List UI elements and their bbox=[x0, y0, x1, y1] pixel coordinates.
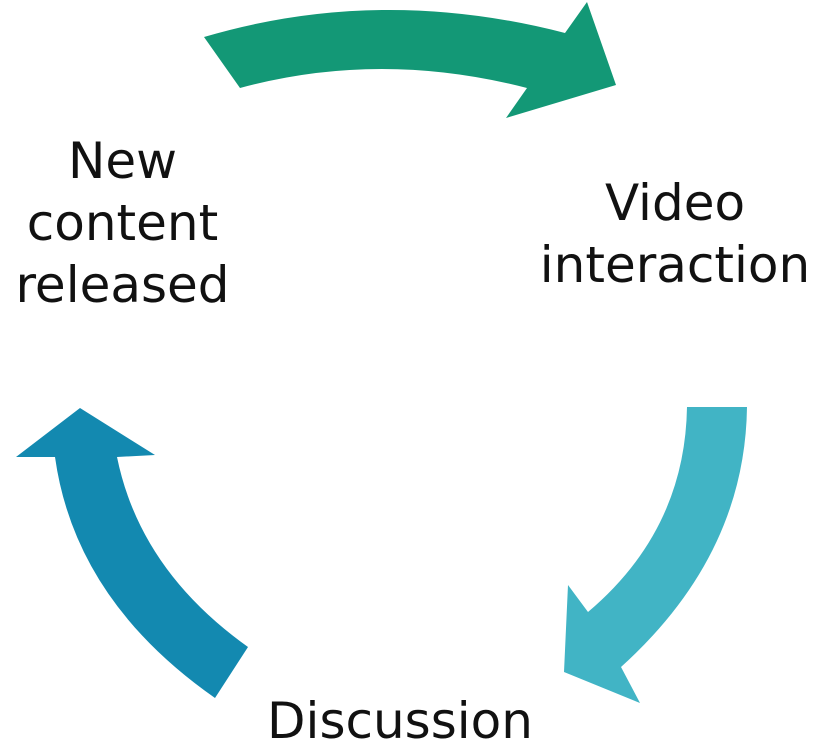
node-line: interaction bbox=[539, 236, 811, 294]
arrow-new-to-video-icon bbox=[204, 2, 616, 118]
node-line: released bbox=[15, 256, 230, 314]
node-discussion: Discussion bbox=[245, 690, 555, 752]
node-line: Discussion bbox=[267, 692, 533, 750]
node-video-interaction: Video interaction bbox=[515, 172, 832, 296]
node-line: Video bbox=[604, 174, 746, 232]
node-line: New bbox=[67, 132, 178, 190]
node-new-content-released: New content released bbox=[0, 130, 245, 316]
arrow-video-to-discussion-icon bbox=[564, 407, 747, 703]
arrow-discussion-to-new-icon bbox=[16, 408, 248, 698]
node-line: content bbox=[26, 194, 219, 252]
